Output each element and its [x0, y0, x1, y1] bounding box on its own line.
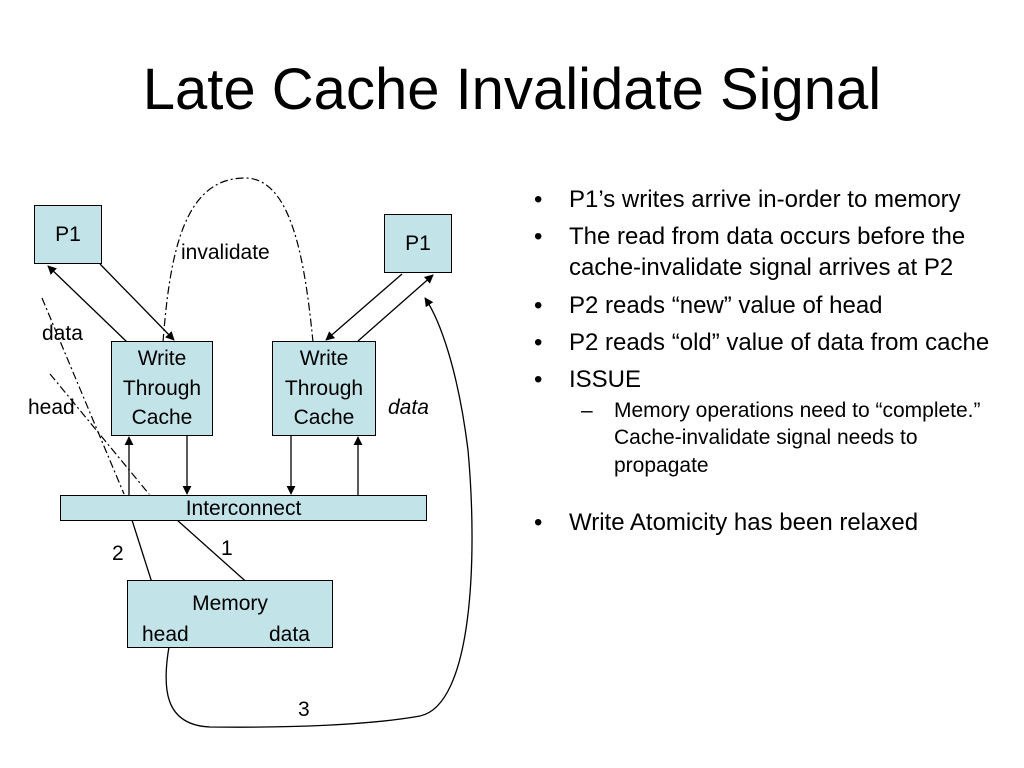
bullet-text: P1’s writes arrive in-order to memory	[569, 186, 961, 213]
arrow-p1-right-to-cache	[325, 273, 403, 341]
bullet-item: • Write Atomicity has been relaxed	[532, 507, 1002, 538]
bullet-mark: •	[534, 223, 543, 251]
bullet-mark: •	[534, 365, 543, 393]
arrow-p1-left-to-cache	[99, 263, 175, 341]
dashdot-data-path	[41, 297, 125, 495]
p1-left-label: P1	[55, 222, 81, 246]
write-through-cache-right-label: Write Through Cache	[284, 346, 364, 430]
p1-left-box: P1	[34, 205, 102, 264]
bullet-item: • P2 reads “new” value of head	[532, 290, 1002, 321]
invalidate-label: invalidate	[181, 241, 270, 264]
write-through-cache-left-box: Write Through Cache	[111, 341, 213, 436]
arrow-cache-to-p1-left	[47, 265, 128, 343]
bullet-item: • P1’s writes arrive in-order to memory	[532, 184, 1002, 215]
bullet-item: • P2 reads “old” value of data from cach…	[532, 327, 1002, 358]
data-label-left: data	[42, 322, 83, 345]
bullet-text: The read from data occurs before the cac…	[569, 223, 966, 282]
sub-bullet-text: Memory operations need to “complete.” Ca…	[614, 399, 981, 477]
step-1-label: 1	[221, 537, 233, 560]
dashdot-head-path	[49, 373, 150, 495]
bullet-mark: •	[534, 186, 543, 213]
head-label-left: head	[28, 396, 75, 419]
invalidate-arc	[162, 177, 314, 343]
slide-title: Late Cache Invalidate Signal	[142, 57, 882, 122]
bullet-mark: •	[534, 291, 543, 319]
p1-right-label: P1	[405, 231, 431, 255]
memory-box: Memory head data	[127, 580, 333, 648]
memory-title: Memory	[192, 592, 268, 615]
arrow-step3-head-to-p1-right	[165, 297, 473, 728]
bullet-item: • ISSUE – Memory operations need to “com…	[532, 364, 1002, 479]
step-2-label: 2	[112, 542, 124, 565]
write-through-cache-left-label: Write Through Cache	[122, 346, 202, 430]
interconnect-label: Interconnect	[185, 496, 302, 520]
interconnect-bar: Interconnect	[60, 495, 427, 521]
sub-bullet-item: – Memory operations need to “complete.” …	[569, 397, 1002, 479]
arrow-cache-to-p1-right	[357, 274, 434, 342]
p1-right-box: P1	[384, 214, 452, 273]
bullet-list: • P1’s writes arrive in-order to memory …	[532, 184, 1002, 544]
step-3-label: 3	[298, 698, 310, 721]
bullet-mark: •	[534, 509, 543, 537]
bullet-text: P2 reads “old” value of data from cache	[569, 328, 990, 356]
bullet-text: Write Atomicity has been relaxed	[569, 509, 919, 537]
sub-bullet-mark: –	[581, 399, 593, 423]
memory-data-label: data	[269, 623, 310, 646]
bullet-text: ISSUE	[569, 365, 642, 393]
memory-head-label: head	[142, 623, 189, 646]
bullet-item: • The read from data occurs before the c…	[532, 221, 1002, 283]
data-label-right: data	[388, 396, 429, 419]
sub-bullet-list: – Memory operations need to “complete.” …	[569, 397, 1002, 479]
bullet-mark: •	[534, 328, 543, 356]
write-through-cache-right-box: Write Through Cache	[272, 341, 376, 436]
bullet-text: P2 reads “new” value of head	[569, 291, 883, 319]
